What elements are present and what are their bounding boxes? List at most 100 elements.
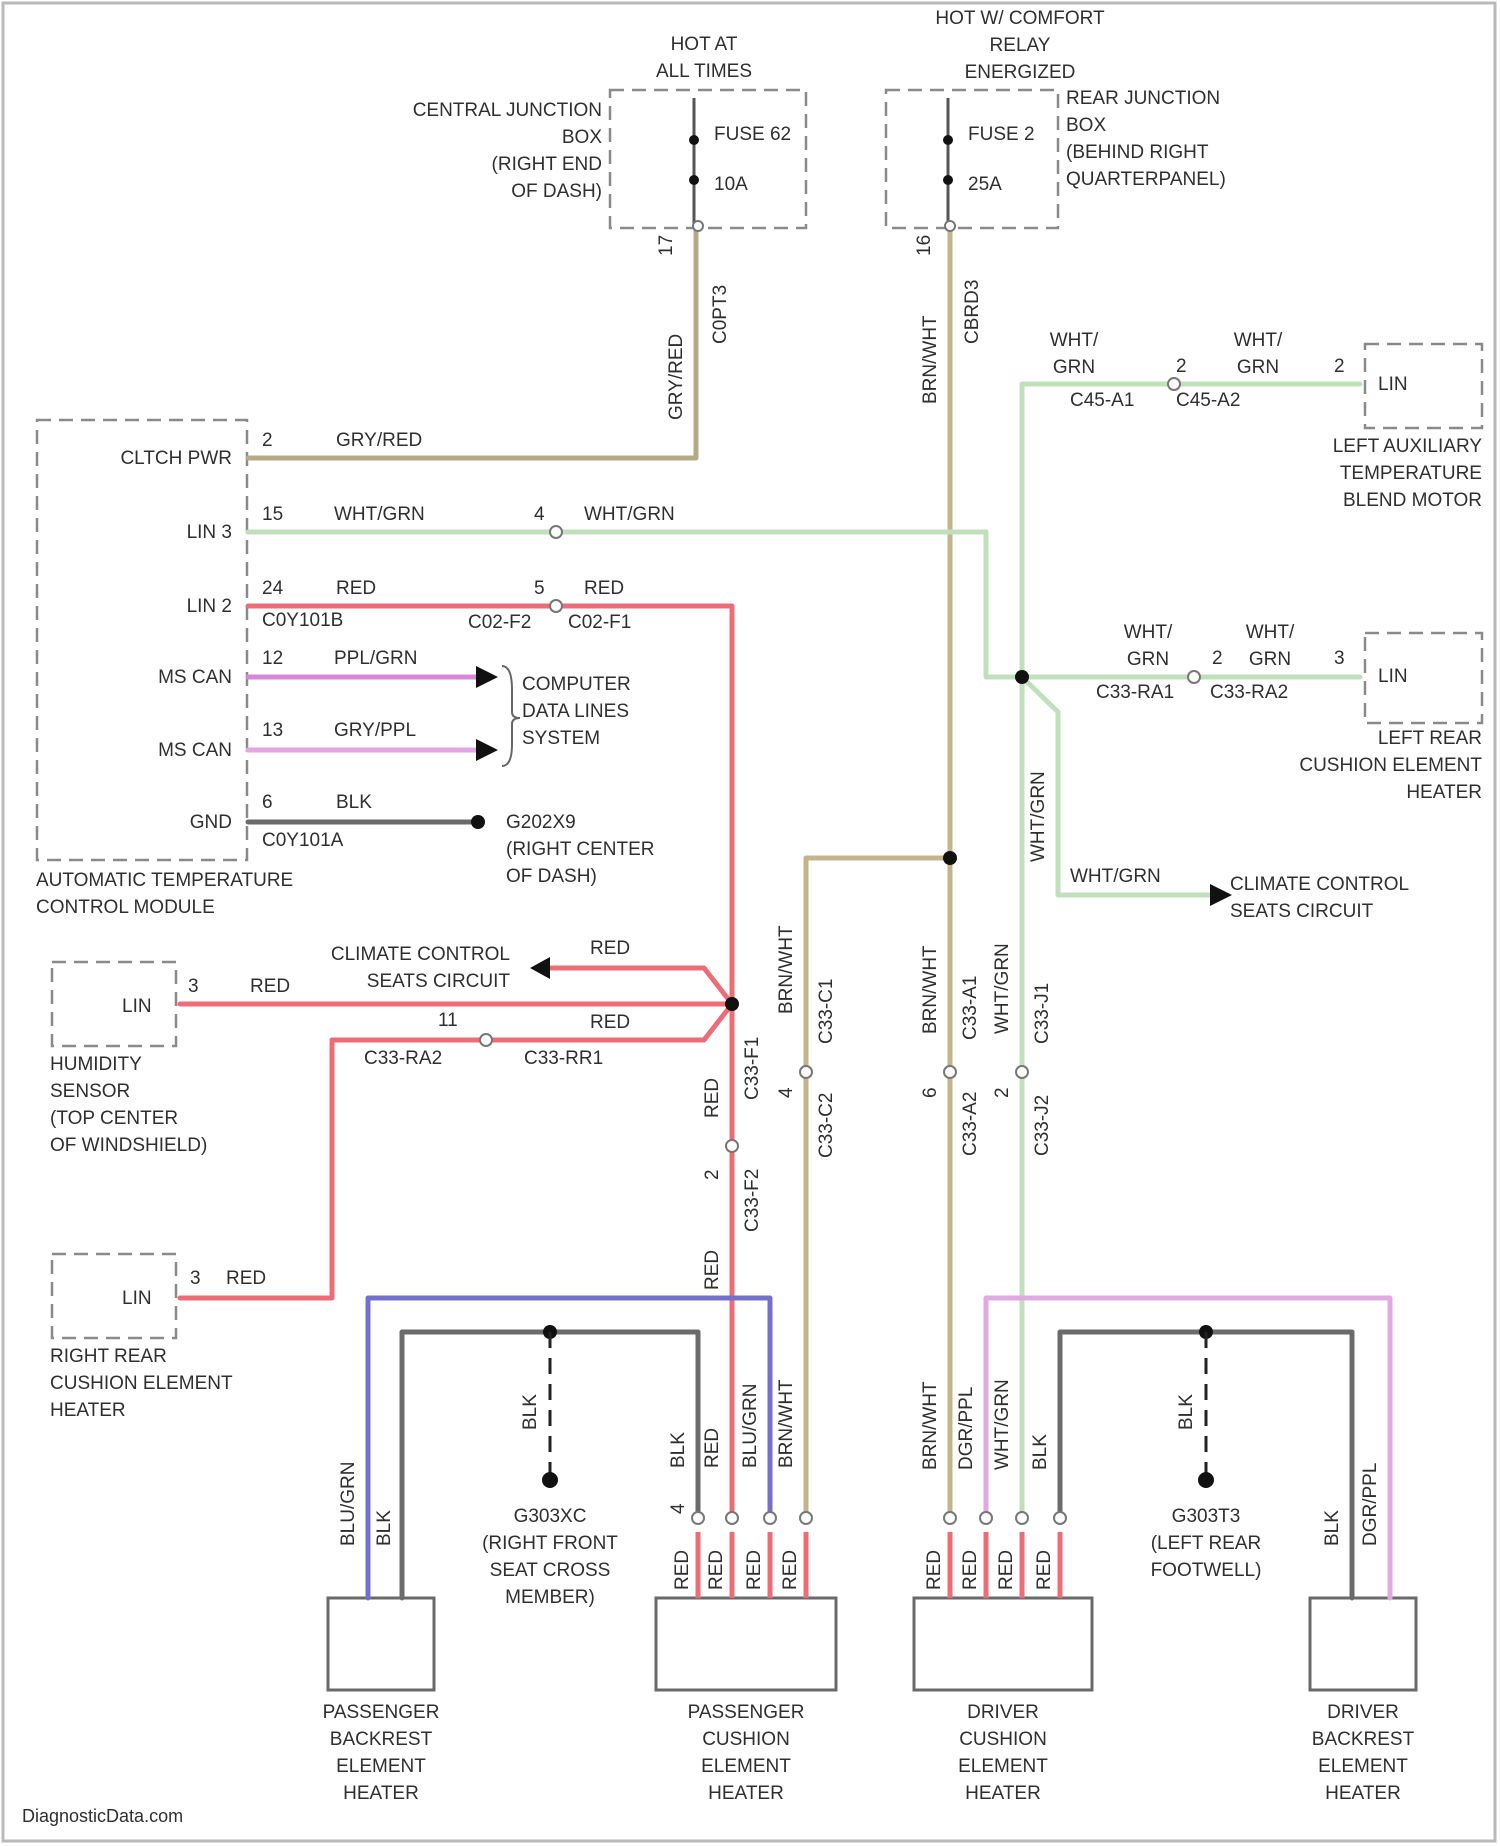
humidity-pin: 3 <box>188 976 199 997</box>
fuse-62-terminal-bottom <box>689 175 699 185</box>
arrow-ms-can-1 <box>476 666 498 688</box>
drv-cushion-wire-2: DGR/PPL <box>956 1387 977 1470</box>
left-rear-pin-a: 2 <box>1212 648 1223 669</box>
left-rear-conn-b: C33-RA2 <box>1210 682 1288 703</box>
brn-wht-vertical-label: BRN/WHT <box>920 315 941 404</box>
drv-backrest-wire-1: BLK <box>1322 1510 1343 1546</box>
rear-junction-box <box>886 90 1058 228</box>
right-rear-pin: 3 <box>190 1268 201 1289</box>
climate-right-wire: WHT/GRN <box>1070 866 1161 887</box>
fuse-2-amp: 25A <box>968 174 1002 195</box>
lin2-wire: RED <box>584 578 624 599</box>
pass-cushion-wire-4: BRN/WHT <box>776 1379 797 1468</box>
cjb-pin: 17 <box>656 235 677 256</box>
wire-gry-red <box>248 228 696 458</box>
atc-wire-gry-red: GRY/RED <box>336 430 422 451</box>
climate-left-wire: RED <box>590 938 630 959</box>
wire-red-climate-left <box>548 968 732 1004</box>
passenger-backrest-heater <box>328 1598 434 1690</box>
lin2-connector-b: C02-F1 <box>568 612 631 633</box>
pass-backrest-wire-1: BLU/GRN <box>338 1462 359 1546</box>
v-c33-j2: C33-J2 <box>1032 1095 1053 1156</box>
v-c33-c2: C33-C2 <box>816 1093 837 1158</box>
drv-cushion-inner-2: RED <box>960 1550 981 1590</box>
v-c33-f2: C33-F2 <box>742 1169 763 1232</box>
passenger-cushion-heater <box>656 1598 836 1690</box>
drv-backrest-wire-2: DGR/PPL <box>1360 1463 1381 1546</box>
driver-backrest-heater <box>1310 1598 1416 1690</box>
drv-cushion-wire-3: WHT/GRN <box>992 1379 1013 1470</box>
rjb-hot-label: HOT W/ COMFORTRELAYENERGIZED <box>935 8 1105 83</box>
v-c33-c1: C33-C1 <box>816 979 837 1044</box>
fuse-62-terminal-top <box>689 135 699 145</box>
atc-pin-gnd: GND <box>190 812 232 833</box>
v-wht-grn-1: WHT/GRN <box>992 943 1013 1034</box>
arrow-climate-right <box>1210 884 1232 906</box>
drv-cushion-wire-4: BLK <box>1030 1434 1051 1470</box>
red-branch-pin: 11 <box>438 1010 458 1031</box>
left-rear-lin: LIN <box>1378 666 1408 687</box>
atc-pin-lin2: LIN 2 <box>187 596 232 617</box>
left-aux-lin: LIN <box>1378 374 1408 395</box>
left-aux-pin-b: 2 <box>1334 356 1345 377</box>
humidity-sensor-box <box>52 962 176 1046</box>
left-rear-wire-2: WHT/GRN <box>1246 622 1295 670</box>
v-pin-2: 2 <box>702 1169 723 1180</box>
v-brn-wht-1: BRN/WHT <box>776 925 797 1014</box>
wire-red-right-rear <box>180 1004 732 1298</box>
driver-cushion-heater <box>914 1598 1092 1690</box>
pass-cushion-inner-3: RED <box>744 1550 765 1590</box>
atc-wire-ppl-grn: PPL/GRN <box>334 648 417 669</box>
pass-cushion-wire-1: BLK <box>668 1432 689 1468</box>
v-c33-a2: C33-A2 <box>960 1092 981 1156</box>
cjb-connector: C0PT3 <box>710 285 731 344</box>
humidity-wire: RED <box>250 976 290 997</box>
drv-cushion-inner-4: RED <box>1034 1550 1055 1590</box>
left-aux-wire-1: WHT/GRN <box>1050 330 1099 378</box>
climate-right-wire-vertical: WHT/GRN <box>1028 771 1049 862</box>
v-red-2: RED <box>702 1250 723 1290</box>
left-rear-pin-b: 3 <box>1334 648 1345 669</box>
pass-backrest-wire-2: BLK <box>374 1510 395 1546</box>
central-junction-box <box>610 90 806 228</box>
fuse-62-label: FUSE 62 <box>714 124 791 145</box>
atc-wire-red: RED <box>336 578 376 599</box>
atc-pin-lin3: LIN 3 <box>187 522 232 543</box>
drv-cushion-inner-3: RED <box>996 1550 1017 1590</box>
drv-cushion-wire-1: BRN/WHT <box>920 1381 941 1470</box>
left-aux-conn-b: C45-A2 <box>1176 390 1240 411</box>
ground-point-passenger <box>542 1472 558 1488</box>
ground-point-driver <box>1198 1472 1214 1488</box>
v-pin-6: 6 <box>920 1087 941 1098</box>
right-rear-lin: LIN <box>122 1288 152 1309</box>
atc-num-6: 6 <box>262 792 273 813</box>
red-branch-wire: RED <box>590 1012 630 1033</box>
atc-module-box <box>37 420 247 860</box>
left-rear-conn-a: C33-RA1 <box>1096 682 1174 703</box>
gry-red-vertical-label: GRY/RED <box>666 334 687 420</box>
splice-wht-grn <box>1015 670 1029 684</box>
right-rear-cushion-heater-box <box>52 1254 176 1338</box>
fuse-2-label: FUSE 2 <box>968 124 1035 145</box>
atc-num-15: 15 <box>262 504 283 525</box>
computer-data-brace <box>502 666 520 766</box>
wire-red-lin2 <box>248 606 732 1512</box>
left-rear-wire-1: WHT/GRN <box>1124 622 1173 670</box>
pass-cushion-name: PASSENGERCUSHIONELEMENTHEATER <box>688 1702 805 1804</box>
ground-point-dash <box>471 815 485 829</box>
atc-connector-b: C0Y101B <box>262 610 343 631</box>
splice-red <box>725 997 739 1011</box>
